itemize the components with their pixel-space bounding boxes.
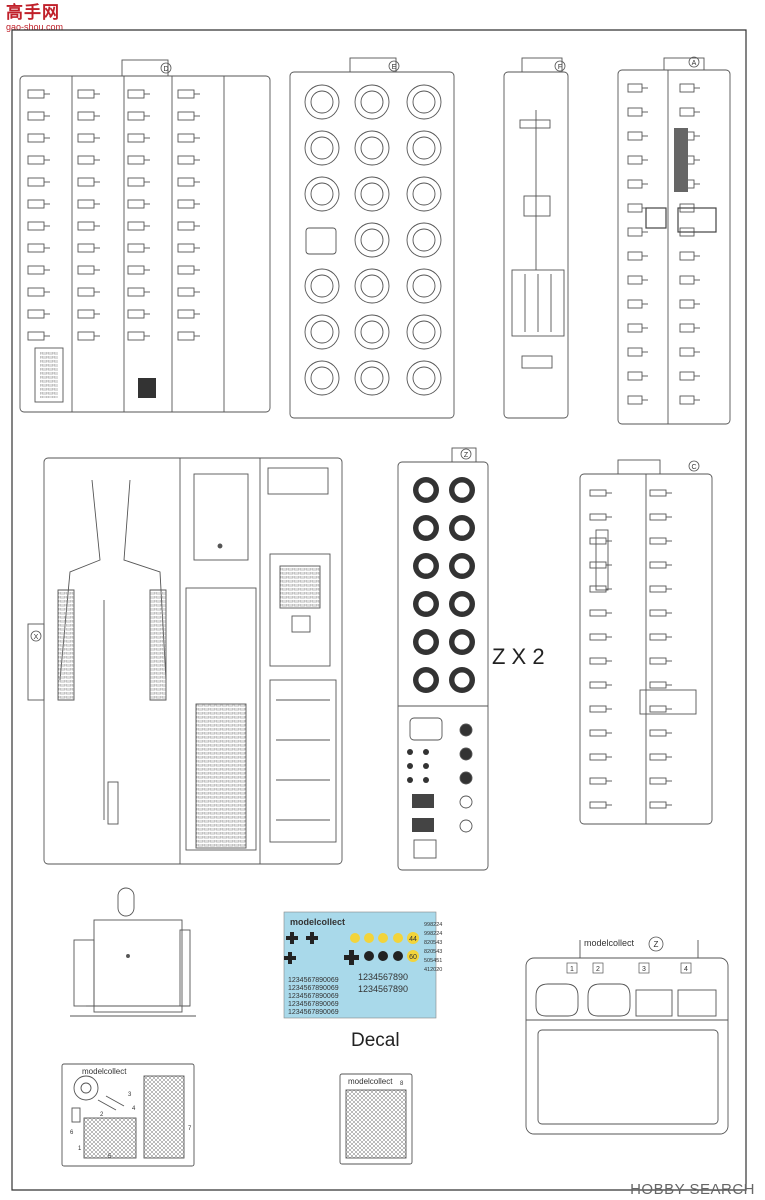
- svg-text:412020: 412020: [424, 967, 442, 973]
- decal-crosses: [284, 932, 359, 965]
- sprue-x: [27, 457, 343, 865]
- decal-big-numbers-2: 1234567890: [358, 984, 408, 994]
- svg-text:2: 2: [100, 1112, 104, 1118]
- decal-label: Decal: [351, 1030, 400, 1051]
- decal-big-numbers-1: 1234567890: [358, 972, 408, 982]
- mesh-number: 8: [400, 1081, 404, 1087]
- sprue-e-road-wheels: [304, 84, 442, 396]
- sprue-d-parts: [27, 89, 200, 341]
- sprue-e: [289, 57, 455, 419]
- svg-text:4: 4: [132, 1106, 136, 1112]
- svg-text:7: 7: [188, 1126, 192, 1132]
- sprue-e-letter: E: [388, 60, 400, 72]
- decal-codes: 998224 998224 820543 820543 505451 412020: [424, 922, 442, 973]
- sprue-a-parts: [627, 83, 700, 405]
- page-frame: [11, 29, 747, 1191]
- svg-text:1234567890069: 1234567890069: [288, 985, 339, 992]
- sprue-d-letter: D: [160, 62, 172, 74]
- svg-text:1234567890069: 1234567890069: [288, 1009, 339, 1016]
- svg-text:1: 1: [570, 966, 574, 973]
- watermark-hanzi: 高手网: [6, 3, 60, 22]
- sprue-clear-numbers: 1 2 3 4: [566, 962, 692, 974]
- svg-text:3: 3: [642, 966, 646, 973]
- decal-marking-60: 60: [409, 954, 417, 961]
- svg-text:505451: 505451: [424, 958, 442, 964]
- mesh-fret: [339, 1073, 413, 1165]
- watermark-logo-top: 高手网 gao-shou.com: [6, 4, 70, 38]
- sprue-f-letter: F: [554, 60, 566, 72]
- svg-text:1234567890069: 1234567890069: [288, 977, 339, 984]
- sprue-d: [19, 59, 271, 413]
- svg-text:998224: 998224: [424, 931, 442, 937]
- svg-text:820543: 820543: [424, 940, 442, 946]
- sprue-e-letter-text: E: [392, 64, 397, 71]
- sprue-x-letter: X: [30, 630, 42, 642]
- sprue-z-track-wheels: [413, 477, 475, 693]
- sprue-clear-header: modelcollect Z: [584, 936, 664, 952]
- mesh-brand: modelcollect: [348, 1077, 393, 1086]
- svg-text:6: 6: [70, 1130, 74, 1136]
- sprue-c-letter: C: [688, 460, 700, 472]
- watermark-hobby-search: HOBBY SEARCH: [630, 1181, 755, 1198]
- svg-text:5: 5: [108, 1154, 112, 1160]
- svg-text:820543: 820543: [424, 949, 442, 955]
- sprue-c-letter-text: C: [691, 464, 696, 471]
- sprue-a-letter: A: [688, 56, 700, 68]
- watermark-url: gao-shou.com: [6, 22, 64, 32]
- svg-text:1234567890069: 1234567890069: [288, 993, 339, 1000]
- hull-part: [70, 887, 196, 1017]
- sprue-d-letter-text: D: [163, 66, 168, 73]
- sprue-f: [503, 57, 569, 419]
- photo-etch-brand: modelcollect: [82, 1067, 127, 1076]
- svg-text:1234567890069: 1234567890069: [288, 1001, 339, 1008]
- sprue-f-letter-text: F: [558, 64, 562, 71]
- sprue-x-letter-text: X: [34, 634, 39, 641]
- svg-text:2: 2: [596, 966, 600, 973]
- decal-sheet: modelcollect 44 60 123456789006912345678…: [283, 911, 442, 1019]
- decal-number-rows: 1234567890069123456789006912345678900691…: [288, 977, 339, 1016]
- sprue-a: [617, 57, 731, 425]
- sprue-z-small-parts: [407, 717, 473, 833]
- svg-text:4: 4: [684, 966, 688, 973]
- sprue-z-letter-text: Z: [464, 452, 469, 459]
- svg-text:3: 3: [128, 1092, 132, 1098]
- sprue-a-letter-text: A: [692, 60, 697, 67]
- sprue-z: [397, 447, 489, 871]
- photo-etch-fret: [61, 1063, 195, 1167]
- decal-brand: modelcollect: [290, 917, 345, 927]
- svg-text:1: 1: [78, 1146, 82, 1152]
- sprue-clear: [525, 940, 729, 1135]
- sprue-c-parts: [589, 489, 672, 809]
- decal-marking-44: 44: [409, 936, 417, 943]
- photo-etch-numbers: 1 2 3 4 5 6 7: [70, 1092, 192, 1160]
- sprue-z-letter: Z: [460, 448, 472, 460]
- sprue-c: [579, 459, 713, 825]
- sprue-clear-letter: Z: [654, 940, 659, 949]
- decal-dots: [350, 932, 419, 962]
- svg-text:998224: 998224: [424, 922, 442, 928]
- sprue-clear-brand: modelcollect: [584, 938, 635, 948]
- z-multiplier-label: Z X 2: [492, 644, 545, 669]
